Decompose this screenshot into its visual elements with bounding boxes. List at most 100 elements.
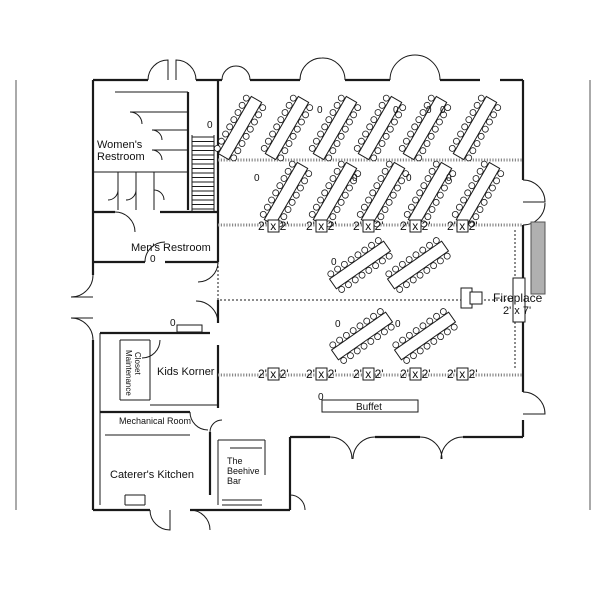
chair xyxy=(226,123,234,131)
chair xyxy=(416,347,424,355)
dance-floor-tile: 2' x 2' xyxy=(447,367,478,381)
chair xyxy=(377,175,385,182)
chair xyxy=(334,265,341,273)
tile-size-label: 2' x 2' xyxy=(258,219,289,233)
chair xyxy=(415,154,423,162)
outer-walls xyxy=(91,78,525,512)
banquet-table xyxy=(308,160,362,228)
chair xyxy=(273,123,281,131)
chair xyxy=(347,256,355,263)
chair xyxy=(398,144,406,152)
chair xyxy=(213,144,221,152)
fireplace-label: Fireplace xyxy=(493,291,543,305)
chair xyxy=(251,118,258,126)
chair xyxy=(465,154,473,162)
chair xyxy=(264,203,271,211)
chair xyxy=(358,137,365,145)
chair xyxy=(494,104,502,112)
chair xyxy=(327,270,335,278)
chair xyxy=(486,118,493,126)
banquet-table xyxy=(398,94,452,162)
chair xyxy=(289,132,297,140)
chair xyxy=(259,210,267,218)
chair xyxy=(374,237,382,244)
chair xyxy=(432,160,440,168)
chair xyxy=(395,111,402,119)
round-marker: 0 xyxy=(317,105,323,116)
chair xyxy=(431,125,439,133)
banquet-table xyxy=(260,94,314,162)
chair xyxy=(432,198,440,206)
round-marker: 0 xyxy=(395,319,401,330)
chair xyxy=(416,271,424,279)
chair xyxy=(366,123,374,131)
banquet-table xyxy=(392,308,458,364)
chair xyxy=(424,213,432,221)
round-marker: 0 xyxy=(331,257,337,268)
chair xyxy=(376,308,384,315)
banquet-table xyxy=(213,94,267,162)
caterers-kitchen-label: Caterer's Kitchen xyxy=(110,469,194,481)
round-marker: 0 xyxy=(254,173,260,184)
maintenance-closet-label: Maintenance xyxy=(124,350,133,396)
chair xyxy=(308,210,316,218)
chair xyxy=(437,333,445,341)
chair xyxy=(465,116,473,124)
chair xyxy=(476,206,484,213)
maintenance-closet-label-2: Closet xyxy=(133,352,142,375)
chair xyxy=(297,184,304,192)
banquet-table xyxy=(353,94,407,162)
round-marker: 0 xyxy=(335,319,341,330)
chair xyxy=(427,94,435,102)
chair xyxy=(302,111,309,119)
chair xyxy=(230,116,238,124)
beehive-bar-label-2: Beehive xyxy=(227,466,260,476)
round-marker: 0 xyxy=(170,318,176,329)
interior-walls xyxy=(93,80,516,506)
chair xyxy=(370,154,378,162)
chair xyxy=(419,147,427,155)
chair xyxy=(419,109,427,116)
chair xyxy=(407,130,414,138)
chair xyxy=(368,241,375,249)
chair xyxy=(341,125,349,133)
chair xyxy=(382,132,390,140)
chair xyxy=(329,109,337,116)
chair xyxy=(436,191,444,199)
staircase xyxy=(191,135,215,212)
chair xyxy=(402,170,410,178)
dance-floor-tile: 2' x 2' xyxy=(400,219,431,233)
chair xyxy=(354,104,362,112)
round-marker: 0 xyxy=(352,173,358,184)
round-marker: 0 xyxy=(446,173,452,184)
buffet-table xyxy=(321,399,419,413)
chair xyxy=(428,206,436,213)
chair xyxy=(363,317,371,325)
chair xyxy=(337,94,345,102)
door-swings xyxy=(70,54,546,531)
kids-korner-label: Kids Korner xyxy=(157,366,215,378)
chair xyxy=(242,132,250,140)
chair xyxy=(441,184,448,192)
chair xyxy=(276,182,284,190)
chair xyxy=(386,125,394,133)
chair xyxy=(443,252,451,260)
chair xyxy=(416,189,424,197)
chair xyxy=(385,270,393,278)
chair xyxy=(353,347,361,355)
chair xyxy=(469,147,477,155)
chair xyxy=(373,182,381,190)
chair xyxy=(405,256,413,263)
tile-size-label: 2' x 2' xyxy=(306,219,337,233)
table-top xyxy=(386,240,450,290)
chair xyxy=(460,196,467,204)
chair xyxy=(399,336,406,344)
chair xyxy=(445,177,452,185)
chair xyxy=(426,317,434,325)
round-marker: 0 xyxy=(207,120,213,131)
dance-floor-tile: 2' x 2' xyxy=(447,219,478,233)
chair xyxy=(321,123,329,131)
chair xyxy=(234,147,242,155)
chair xyxy=(337,132,345,140)
